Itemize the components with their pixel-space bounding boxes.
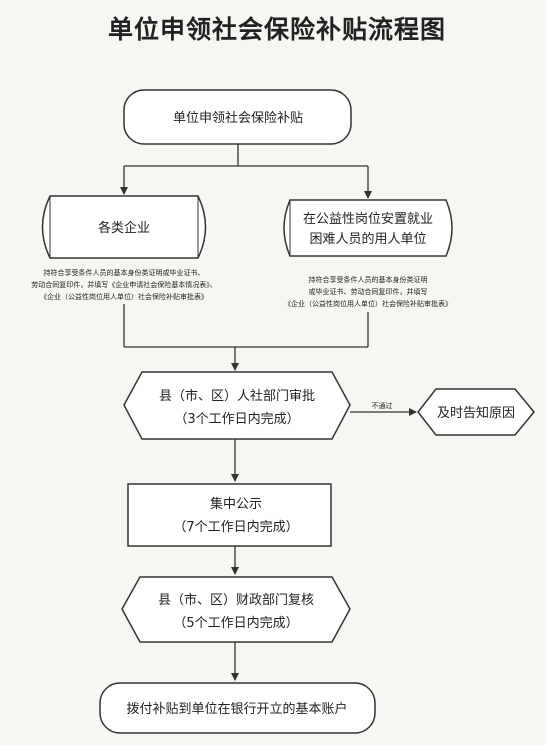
finance-node [121, 576, 351, 643]
right-note-line2: 或毕业证书、劳动合同复印件，并填写 [309, 287, 428, 296]
rejected-label: 不通过 [372, 401, 393, 410]
public-welfare-label-line1: 在公益性岗位安置就业 [303, 212, 433, 227]
left-note-line3: 《企业（公益性岗位用人单位）社会保险补贴审批表》 [40, 292, 208, 301]
right-note-line3: 《企业（公益性岗位用人单位）社会保险补贴审批表》 [284, 299, 452, 308]
right-note-line1: 持符合享受条件人员的基本身份类证明 [309, 275, 428, 284]
county-hr-label-line2: （3个工作日内完成） [174, 411, 299, 427]
publicity-label-line1: 集中公示 [210, 496, 262, 512]
payment-node-label: 拨付补贴到单位在银行开立的基本账户 [126, 701, 347, 717]
reason-node-label: 及时告知原因 [437, 405, 515, 421]
public-welfare-node [283, 199, 453, 257]
reason-node [417, 388, 535, 436]
publicity-label-line2: （7个工作日内完成） [173, 519, 298, 535]
payment-node [99, 682, 376, 734]
page-title: 单位申领社会保险补贴流程图 [108, 15, 446, 44]
enterprise-node-label: 各类企业 [98, 220, 150, 236]
public-welfare-label-line2: 困难人员的用人单位 [309, 231, 426, 247]
county-hr-label-line1: 县（市、区）人社部门审批 [159, 388, 315, 404]
county-hr-node [123, 371, 351, 440]
start-node-label: 单位申领社会保险补贴 [173, 110, 303, 126]
finance-label-line1: 县（市、区）财政部门复核 [158, 592, 314, 608]
left-note-line2: 劳动合同复印件，并填写《企业申请社会保险基本情况表》、 [31, 280, 217, 289]
left-note-line1: 持符合享受条件人员的基本身份类证明或毕业证书、 [44, 268, 205, 277]
finance-label-line2: （5个工作日内完成） [173, 615, 298, 631]
publicity-node [127, 483, 332, 547]
